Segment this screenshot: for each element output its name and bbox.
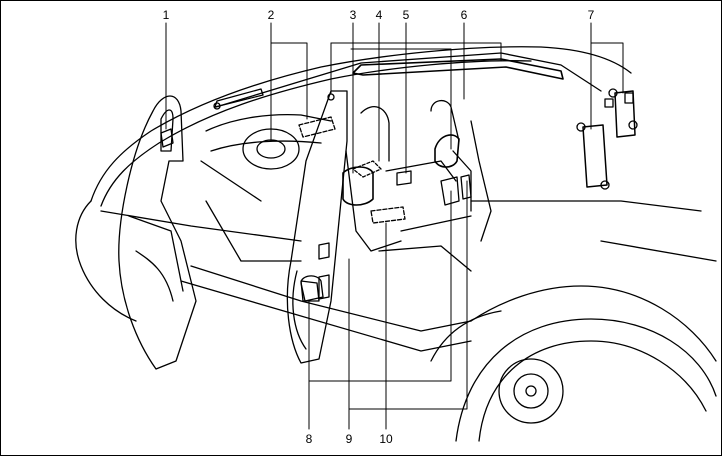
rear-wheel: [456, 319, 716, 441]
callout-1: 1: [163, 8, 170, 22]
callout-7: 7: [588, 8, 595, 22]
callout-3: 3: [350, 8, 357, 22]
callout-8: 8: [306, 432, 313, 446]
seats: [346, 101, 471, 271]
airbag-modules: [161, 59, 563, 301]
callout-2: 2: [268, 8, 275, 22]
callout-6: 6: [461, 8, 468, 22]
vehicle-body-outline: [76, 47, 716, 361]
callout-5: 5: [403, 8, 410, 22]
leader-lines: [166, 23, 623, 429]
front-door: [119, 96, 196, 369]
callout-9: 9: [346, 432, 353, 446]
rear-door: [287, 91, 347, 363]
dashboard: [201, 115, 331, 261]
curtain-airbag-parts: [577, 89, 637, 189]
callout-10: 10: [379, 432, 393, 446]
callout-4: 4: [376, 8, 383, 22]
